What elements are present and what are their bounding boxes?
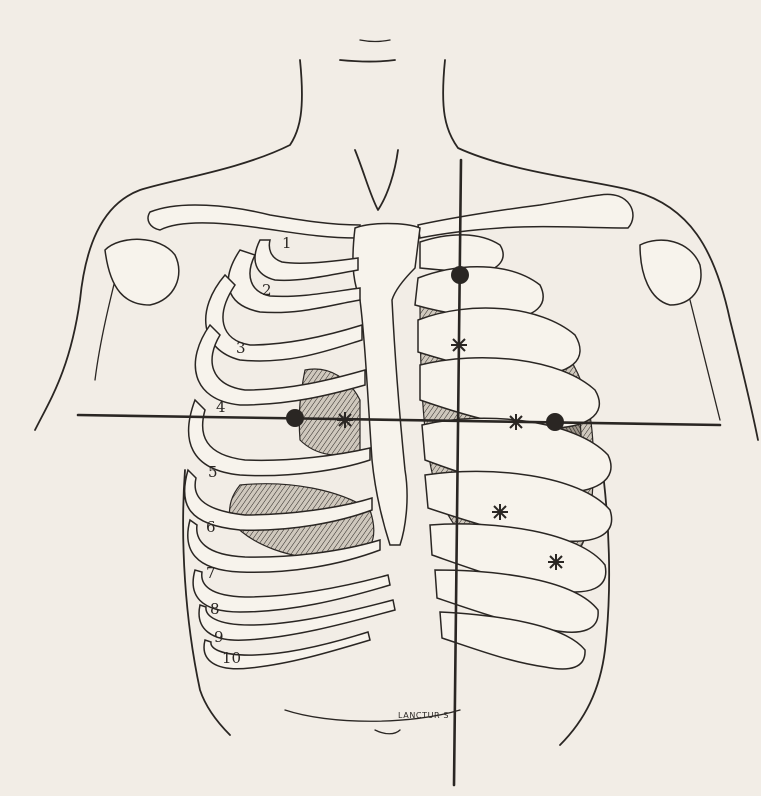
rib-number-4: 4	[216, 398, 226, 416]
rib-number-3: 3	[236, 339, 246, 357]
dot-marker-upper	[451, 266, 469, 284]
rib-number-2: 2	[262, 281, 272, 299]
rib-number-7: 7	[206, 564, 216, 582]
rib-number-5: 5	[208, 463, 218, 481]
dot-marker-left	[286, 409, 304, 427]
star-marker-apex	[548, 554, 564, 570]
dot-marker-right	[546, 413, 564, 431]
rib-number-6: 6	[206, 518, 216, 536]
rib-number-9: 9	[214, 628, 224, 646]
rib-number-1: 1	[282, 234, 292, 252]
rib-number-8: 8	[210, 600, 220, 618]
rib-number-10: 10	[222, 649, 241, 667]
ribs-right	[415, 235, 612, 669]
star-marker-right	[508, 414, 524, 430]
star-marker-upper	[451, 337, 467, 353]
engraver-signature: LANCTUR S	[398, 711, 449, 720]
star-marker-lower	[492, 504, 508, 520]
star-marker-left	[337, 412, 353, 428]
